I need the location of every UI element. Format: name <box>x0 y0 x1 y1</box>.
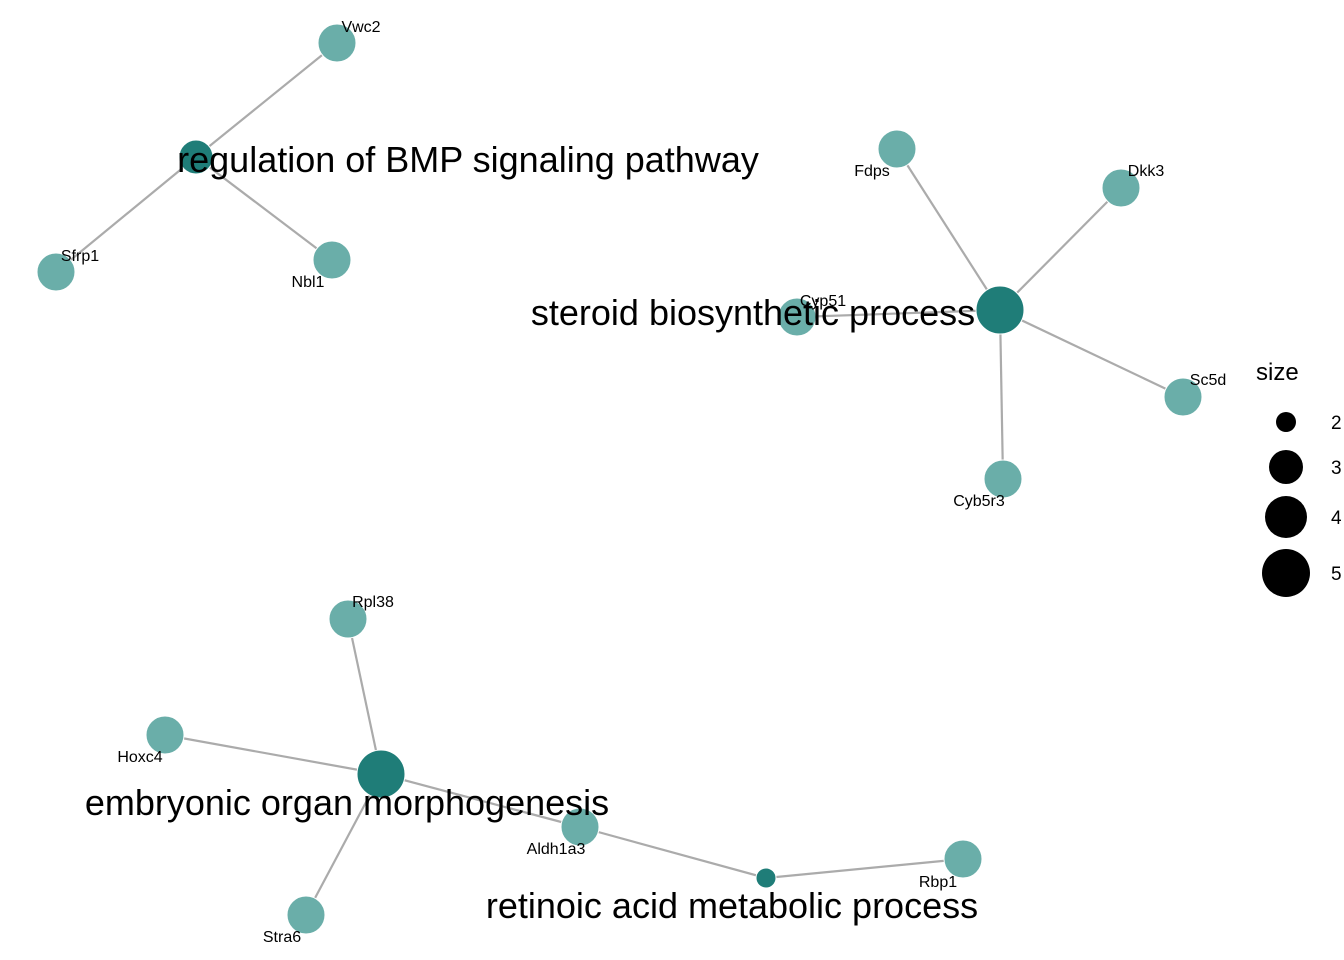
term-node-steroid[interactable] <box>975 285 1025 335</box>
term-node-bmp[interactable] <box>178 139 214 175</box>
size-legend: size 2 3 4 5 <box>1256 359 1342 597</box>
term-node-embryonic[interactable] <box>356 749 406 799</box>
gene-node-cyb5r3[interactable] <box>983 459 1023 499</box>
edge-bmp-sfrp1 <box>55 156 197 273</box>
gene-label-dkk3: Dkk3 <box>1128 163 1165 180</box>
legend-label-4: 4 <box>1331 508 1342 529</box>
edge-steroid-cyb5r3 <box>998 309 1005 480</box>
term-label-embryonic: embryonic organ morphogenesis <box>85 782 609 823</box>
gene-node-dkk3[interactable] <box>1101 168 1141 208</box>
legend-key-4 <box>1265 496 1307 538</box>
gene-node-nbl1[interactable] <box>312 240 352 280</box>
gene-label-aldh1a3: Aldh1a3 <box>527 841 586 858</box>
gene-node-aldh1a3[interactable] <box>560 807 600 847</box>
gene-label-stra6: Stra6 <box>263 929 301 946</box>
edge-bmp-nbl1 <box>195 156 333 261</box>
gene-label-sc5d: Sc5d <box>1190 372 1226 389</box>
gene-label-sfrp1: Sfrp1 <box>61 248 99 265</box>
term-label-retinoic: retinoic acid metabolic process <box>486 885 978 926</box>
gene-label-fdps: Fdps <box>854 163 890 180</box>
edge-retinoic-aldh1a3 <box>579 825 767 880</box>
gene-node-rbp1[interactable] <box>943 839 983 879</box>
legend-title: size <box>1256 359 1299 386</box>
gene-label-hoxc4: Hoxc4 <box>117 749 162 766</box>
gene-node-hoxc4[interactable] <box>145 715 185 755</box>
gene-label-rpl38: Rpl38 <box>352 594 394 611</box>
legend-label-5: 5 <box>1331 564 1342 585</box>
gene-node-sfrp1[interactable] <box>36 252 76 292</box>
nodes-layer <box>36 23 1203 935</box>
legend-key-5 <box>1262 549 1310 597</box>
legend-label-2: 2 <box>1331 413 1342 434</box>
edges-layer <box>55 42 1184 916</box>
edge-bmp-vwc2 <box>195 42 338 158</box>
edge-steroid-sc5d <box>999 309 1184 398</box>
term-label-bmp: regulation of BMP signaling pathway <box>177 139 759 180</box>
edge-embryonic-stra6 <box>305 773 382 916</box>
gene-node-rpl38[interactable] <box>328 599 368 639</box>
edge-retinoic-rbp1 <box>765 857 964 880</box>
gene-node-fdps[interactable] <box>877 129 917 169</box>
term-labels-layer: regulation of BMP signaling pathway stero… <box>85 139 978 926</box>
edge-embryonic-rpl38 <box>346 618 383 775</box>
term-label-steroid: steroid biosynthetic process <box>531 292 975 333</box>
edge-embryonic-hoxc4 <box>164 733 382 776</box>
legend-key-3 <box>1269 450 1303 484</box>
gene-label-nbl1: Nbl1 <box>292 274 325 291</box>
edge-steroid-fdps <box>896 148 1001 311</box>
gene-node-stra6[interactable] <box>286 895 326 935</box>
gene-label-cyp51: Cyp51 <box>800 293 846 310</box>
gene-label-rbp1: Rbp1 <box>919 874 957 891</box>
legend-key-2 <box>1276 412 1296 432</box>
legend-label-3: 3 <box>1331 458 1342 479</box>
gene-node-vwc2[interactable] <box>317 23 357 63</box>
edge-steroid-dkk3 <box>999 187 1122 311</box>
edge-embryonic-aldh1a3 <box>380 772 581 829</box>
gene-label-vwc2: Vwc2 <box>341 19 380 36</box>
edge-steroid-cyp51 <box>796 308 1001 319</box>
gene-node-sc5d[interactable] <box>1163 377 1203 417</box>
gene-label-cyb5r3: Cyb5r3 <box>953 493 1005 510</box>
term-node-retinoic[interactable] <box>755 867 777 889</box>
gene-node-cyp51[interactable] <box>777 297 817 337</box>
